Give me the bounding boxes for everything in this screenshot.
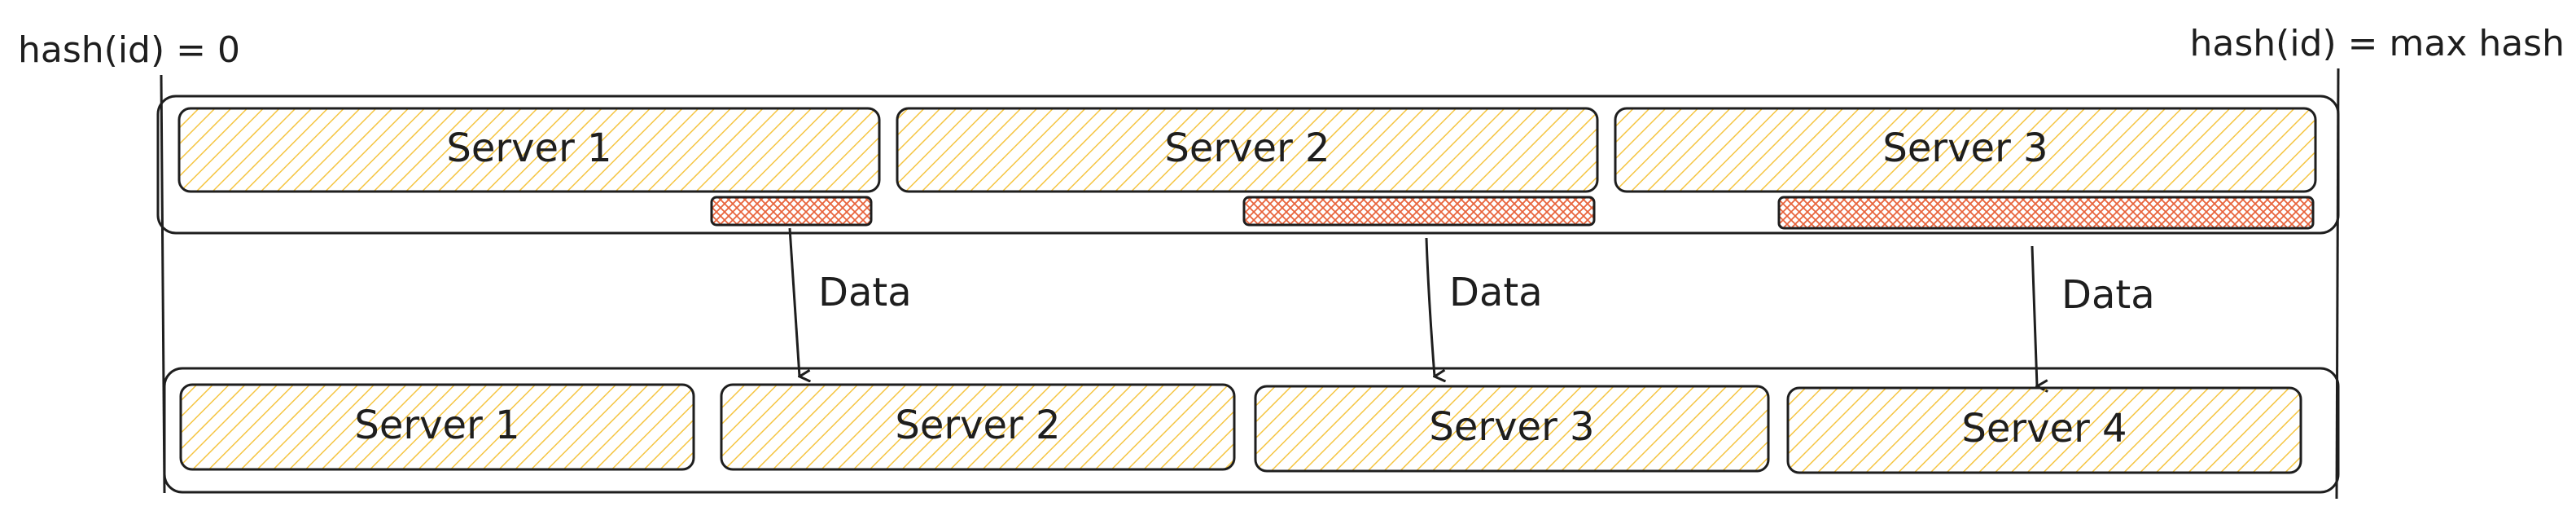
after-server-3-label: Server 3 (1429, 404, 1594, 450)
data-arrow-3-label: Data (2061, 272, 2155, 318)
data-arrow-2: Data (1425, 237, 1543, 376)
after-server-2: Server 2 (720, 383, 1236, 471)
after-server-4: Server 4 (1786, 386, 2302, 474)
after-server-4-label: Server 4 (1961, 406, 2127, 451)
before-server-3: Server 3 (1614, 107, 2317, 193)
before-cluster-container (156, 95, 2340, 235)
data-arrow-1: Data (788, 227, 912, 376)
migrated-segment-3 (1777, 196, 2315, 230)
data-arrow-2-label: Data (1449, 270, 1543, 315)
migrated-segment-2 (1242, 196, 1596, 227)
before-server-1-label: Server 1 (446, 125, 611, 171)
migrated-segment-1 (710, 196, 873, 227)
after-server-2-label: Server 2 (895, 403, 1060, 448)
data-arrow-3: Data (2031, 245, 2155, 386)
hash-min-label: hash(id) = 0 (18, 29, 240, 71)
before-server-1: Server 1 (177, 107, 881, 193)
after-server-1: Server 1 (179, 383, 695, 471)
after-server-3: Server 3 (1254, 385, 1770, 473)
after-server-1-label: Server 1 (354, 403, 519, 448)
data-arrow-1-label: Data (818, 270, 912, 315)
after-cluster-container (163, 367, 2340, 494)
hash-max-label: hash(id) = max hash (2190, 23, 2565, 64)
before-server-2: Server 2 (896, 107, 1599, 193)
before-server-3-label: Server 3 (1882, 125, 2048, 171)
before-server-2-label: Server 2 (1164, 125, 1330, 171)
